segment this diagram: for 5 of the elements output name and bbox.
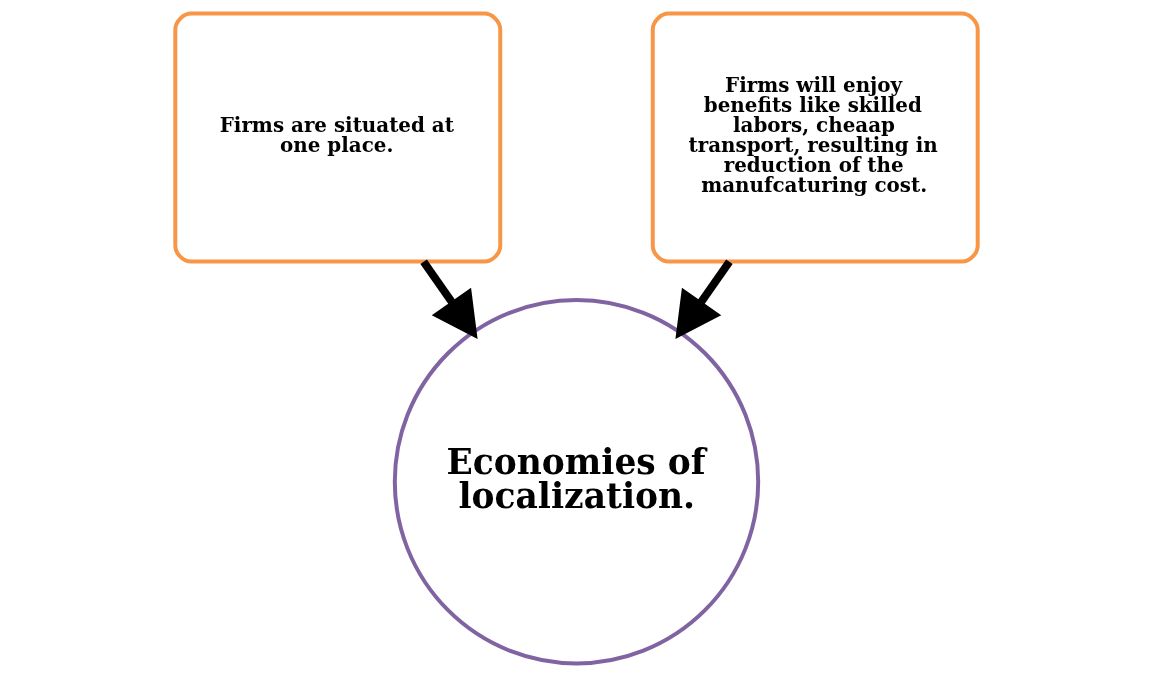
arrow — [675, 259, 733, 339]
node-box: Firms are situated at one place. — [173, 11, 503, 264]
node-circle: Economies of localization. — [392, 298, 761, 666]
node-box: Firms will enjoy benefits like skilled labors, cheaap transport, resulting in reduction of the manufcaturing cost. — [650, 11, 980, 264]
arrow — [420, 259, 478, 339]
